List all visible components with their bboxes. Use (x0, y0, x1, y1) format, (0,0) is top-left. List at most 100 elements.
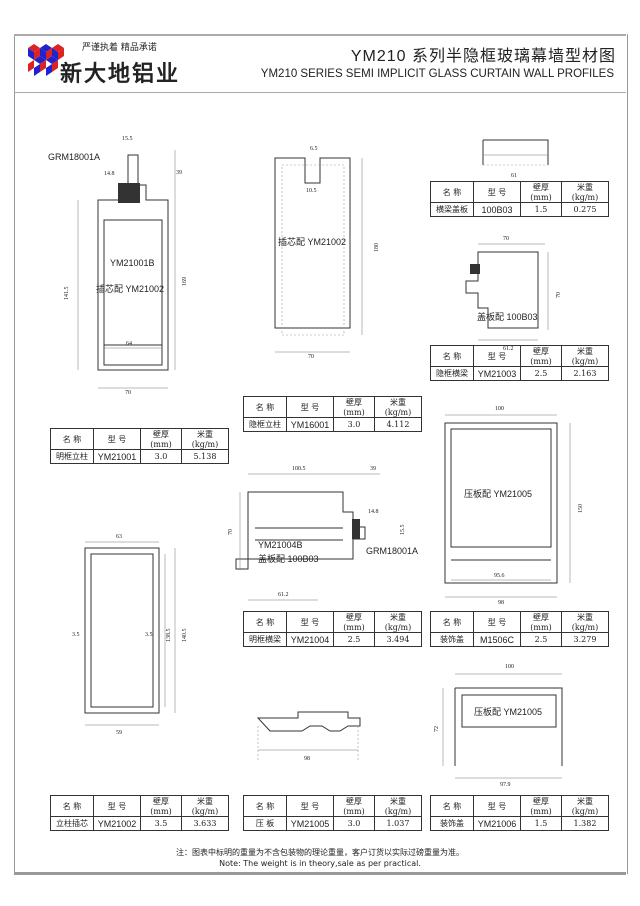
cell-name: 明框立柱 (50, 449, 94, 464)
dimension-label: 70 (228, 529, 234, 535)
dimension-label: 70 (308, 354, 314, 360)
column-header: 米重(kg/m) (181, 795, 229, 817)
column-header: 名 称 (243, 795, 287, 817)
cell-model: M1506C (473, 632, 521, 647)
cell-weight: 3.279 (561, 632, 609, 647)
cell-model: YM16001 (286, 417, 334, 432)
column-header: 壁厚(mm) (520, 345, 562, 367)
table-header-row: 名 称型 号壁厚(mm)米重(kg/m) (430, 611, 609, 633)
cell-name: 横梁盖板 (430, 202, 474, 217)
drawing-m1506c: 100 压板配 YM21005 150 95.6 98 (444, 406, 584, 606)
drawing-ym21002: 63 3.5 3.5 138.5 140.5 59 (72, 534, 188, 736)
column-header: 型 号 (473, 181, 521, 203)
dimension-label: 6.5 (310, 146, 318, 152)
dimension-label: 72 (434, 726, 440, 732)
cell-model: YM21005 (286, 816, 334, 831)
dimension-label: 141.5 (64, 287, 70, 301)
table-header-row: 名 称型 号壁厚(mm)米重(kg/m) (243, 396, 422, 418)
dimension-label: 180 (374, 243, 380, 252)
dimension-label: 98 (304, 756, 310, 762)
dimension-label: 98 (498, 600, 504, 606)
part-label: 压板配 YM21005 (464, 488, 532, 499)
column-header: 壁厚(mm) (520, 181, 562, 203)
dimension-label: 14.8 (368, 509, 379, 515)
dimension-label: 61 (511, 173, 517, 179)
column-header: 名 称 (50, 428, 94, 450)
drawing-ym21001: GRM18001A 15.5 14.8 39 YM21001B 插芯配 YM21… (48, 136, 188, 396)
cell-name: 装饰盖 (430, 632, 474, 647)
column-header: 名 称 (243, 396, 287, 418)
dimension-label: 95.6 (494, 573, 505, 579)
column-header: 米重(kg/m) (374, 396, 422, 418)
cell-model: YM21006 (473, 816, 521, 831)
dimension-label: 100.5 (292, 466, 306, 472)
column-header: 壁厚(mm) (140, 795, 182, 817)
cell-name: 立柱插芯 (50, 816, 94, 831)
page-title: YM210 系列半隐框玻璃幕墙型材图 (350, 48, 616, 65)
drawing-ym16001: 6.5 10.5 插芯配 YM21002 180 70 (274, 146, 380, 360)
dimension-label: 63 (116, 534, 122, 540)
dimension-label: 70 (556, 292, 562, 298)
dimension-label: 3.5 (72, 632, 80, 638)
cell-thickness: 2.5 (333, 632, 375, 647)
column-header: 名 称 (430, 181, 474, 203)
cell-model: YM21001 (93, 449, 141, 464)
column-header: 型 号 (473, 345, 521, 367)
dimension-label: 70 (503, 236, 509, 242)
column-header: 壁厚(mm) (520, 611, 562, 633)
column-header: 米重(kg/m) (561, 611, 609, 633)
column-header: 米重(kg/m) (561, 795, 609, 817)
table-header-row: 名 称型 号壁厚(mm)米重(kg/m) (430, 795, 609, 817)
column-header: 壁厚(mm) (333, 396, 375, 418)
divider (14, 34, 626, 36)
table-header-row: 名 称型 号壁厚(mm)米重(kg/m) (50, 795, 229, 817)
column-header: 米重(kg/m) (561, 345, 609, 367)
cell-model: YM21004 (286, 632, 334, 647)
cell-thickness: 3.5 (140, 816, 182, 831)
table-header-row: 名 称型 号壁厚(mm)米重(kg/m) (243, 795, 422, 817)
column-header: 型 号 (286, 795, 334, 817)
column-header: 型 号 (286, 396, 334, 418)
divider (14, 872, 626, 875)
table-header-row: 名 称型 号壁厚(mm)米重(kg/m) (243, 611, 422, 633)
cell-name: 隐框横梁 (430, 366, 474, 381)
part-label: YM21001B (110, 258, 155, 268)
column-header: 壁厚(mm) (333, 611, 375, 633)
note-chinese: 注：图表中标明的重量为不含包装物的理论重量，客户订货以实际过磅重量为准。 (176, 848, 464, 857)
cell-name: 装饰盖 (430, 816, 474, 831)
cell-thickness: 3.0 (333, 417, 375, 432)
cell-weight: 4.112 (374, 417, 422, 432)
cell-thickness: 3.0 (333, 816, 375, 831)
column-header: 名 称 (430, 345, 474, 367)
dimension-label: 15.5 (400, 525, 406, 536)
part-label: 压板配 YM21005 (474, 706, 542, 717)
drawing-ym21006: 100 72 压板配 YM21005 97.9 (434, 664, 563, 788)
drawing-ym21005: 98 (256, 711, 361, 762)
column-header: 壁厚(mm) (333, 795, 375, 817)
part-label: YM21004B (258, 540, 303, 550)
cell-model: YM21003 (473, 366, 521, 381)
part-label: 盖板配 100B03 (477, 311, 538, 322)
column-header: 名 称 (243, 611, 287, 633)
dimension-label: 64 (126, 341, 132, 347)
part-label: 插芯配 YM21002 (278, 236, 346, 247)
column-header: 型 号 (473, 795, 521, 817)
dimension-label: 100 (505, 664, 514, 670)
drawing-ym21003: 70 70 盖板配 100B03 61.2 (465, 236, 562, 352)
cell-weight: 0.275 (561, 202, 609, 217)
divider (14, 92, 626, 93)
column-header: 米重(kg/m) (374, 611, 422, 633)
dimension-label: 3.5 (145, 632, 153, 638)
table-header-row: 名 称型 号壁厚(mm)米重(kg/m) (50, 428, 229, 450)
drawing-100b03: 61 (482, 139, 549, 179)
